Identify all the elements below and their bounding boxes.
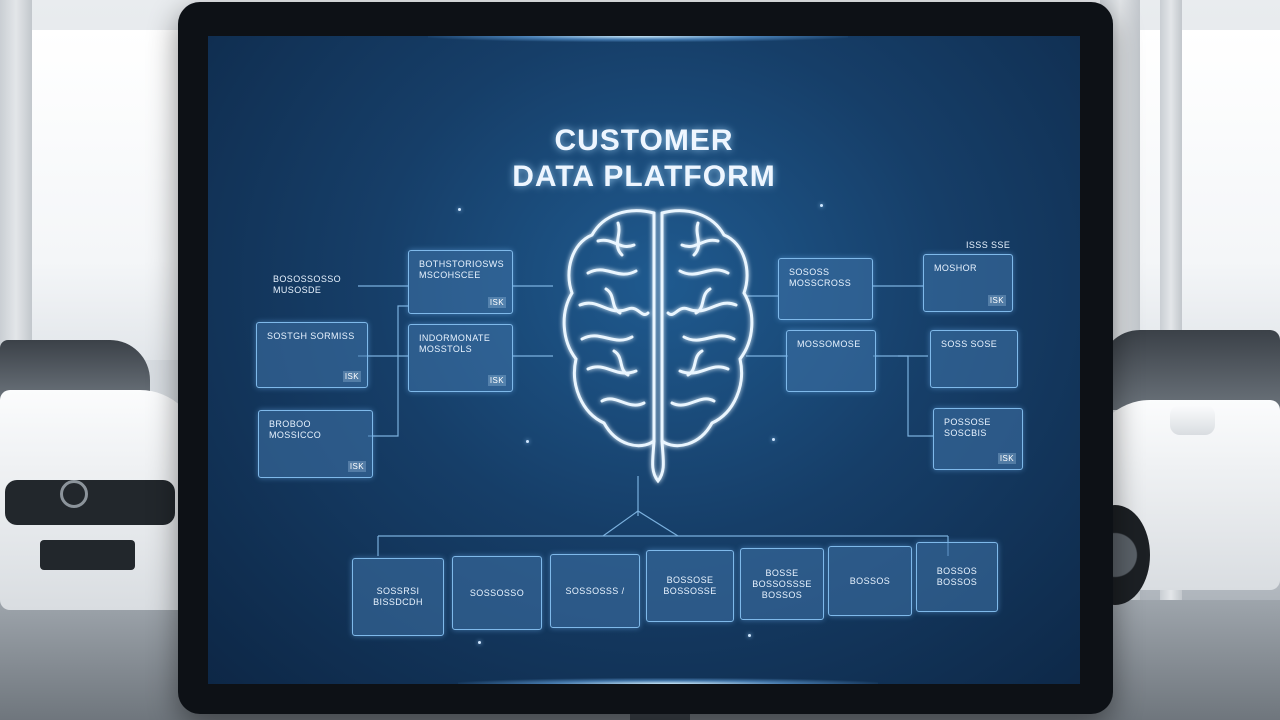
node-tag: ISK bbox=[487, 297, 506, 308]
node-label: INDORMONATE MOSSTOLS bbox=[419, 333, 491, 354]
sparkle bbox=[820, 204, 823, 207]
node-label: SOSSOSSO bbox=[469, 587, 525, 598]
right-node-3: MOSSOMOSE bbox=[786, 330, 876, 392]
node-tag: ISK bbox=[997, 453, 1016, 464]
sparkle bbox=[458, 208, 461, 211]
brain-icon bbox=[562, 209, 754, 484]
node-label: BOSSOSE BOSSOSSE bbox=[663, 575, 717, 596]
node-tag: ISK bbox=[342, 371, 361, 382]
bottom-node-3: SOSSOSSS / bbox=[550, 554, 640, 628]
page-title-line-1: CUSTOMER bbox=[554, 124, 734, 157]
left-node-5: BROBOO MOSSICCO ISK bbox=[258, 410, 373, 478]
node-tag: ISK bbox=[487, 375, 506, 386]
node-label: BOSSOS bbox=[849, 575, 891, 586]
left-node-4: INDORMONATE MOSSTOLS ISK bbox=[408, 324, 513, 392]
right-node-4: SOSS SOSE bbox=[930, 330, 1018, 388]
right-node-2: MOSHOR ISK bbox=[923, 254, 1013, 312]
node-label: MOSSOMOSE bbox=[797, 339, 861, 349]
node-label: BROBOO MOSSICCO bbox=[269, 419, 322, 440]
corner-label: ISSS SSE bbox=[956, 232, 1026, 252]
display-monitor: CUSTOMER DATA PLATFORM bbox=[178, 2, 1113, 714]
left-node-1: BOSOSSOSSO MUSOSDE bbox=[263, 266, 358, 302]
node-label: MOSHOR bbox=[934, 263, 977, 273]
node-tag: ISK bbox=[347, 461, 366, 472]
sparkle bbox=[478, 641, 481, 644]
screen-glow-top bbox=[428, 36, 848, 42]
car-left bbox=[0, 330, 200, 620]
display-screen: CUSTOMER DATA PLATFORM bbox=[208, 36, 1080, 684]
left-node-3: SOSTGH SORMISS ISK bbox=[256, 322, 368, 388]
connector-lines bbox=[358, 285, 949, 556]
node-label: SOSTGH SORMISS bbox=[267, 331, 355, 341]
node-label: ISSS SSE bbox=[966, 240, 1011, 250]
node-label: SOSSOSSS / bbox=[565, 585, 625, 596]
showroom-window bbox=[30, 30, 190, 360]
node-label: BOSOSSOSSO MUSOSDE bbox=[273, 274, 342, 295]
sparkle bbox=[772, 438, 775, 441]
node-tag: ISK bbox=[987, 295, 1006, 306]
right-node-5: POSSOSE SOSCBIS ISK bbox=[933, 408, 1023, 470]
bottom-node-5: BOSSE BOSSOSSSE BOSSOS bbox=[740, 548, 824, 620]
left-node-2: BOTHSTORIOSWS MSCOHSCEE ISK bbox=[408, 250, 513, 314]
right-node-1: SOSOSS MOSSCROSS bbox=[778, 258, 873, 320]
car-right bbox=[1080, 320, 1280, 620]
sparkle bbox=[526, 440, 529, 443]
monitor-stand bbox=[630, 714, 690, 720]
bottom-node-1: SOSSRSI BISSDCDH bbox=[352, 558, 444, 636]
node-label: SOSS SOSE bbox=[941, 339, 998, 349]
node-label: BOTHSTORIOSWS MSCOHSCEE bbox=[419, 259, 505, 280]
page-title-line-2: DATA PLATFORM bbox=[512, 160, 776, 193]
bottom-node-4: BOSSOSE BOSSOSSE bbox=[646, 550, 734, 622]
node-label: BOSSOS BOSSOS bbox=[936, 566, 978, 587]
sparkle bbox=[748, 634, 751, 637]
bottom-node-2: SOSSOSSO bbox=[452, 556, 542, 630]
bottom-node-6: BOSSOS bbox=[828, 546, 912, 616]
node-label: SOSOSS MOSSCROSS bbox=[789, 267, 852, 288]
node-label: POSSOSE SOSCBIS bbox=[944, 417, 991, 438]
screen-glow-bottom bbox=[458, 678, 878, 684]
node-label: SOSSRSI BISSDCDH bbox=[373, 586, 423, 607]
node-label: BOSSE BOSSOSSSE BOSSOS bbox=[752, 567, 812, 600]
bottom-node-7: BOSSOS BOSSOS bbox=[916, 542, 998, 612]
